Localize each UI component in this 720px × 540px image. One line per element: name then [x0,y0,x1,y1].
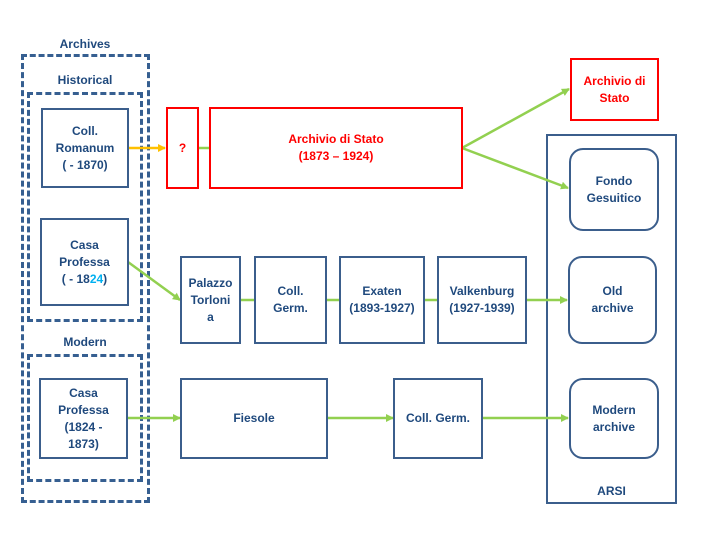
arrow-archivio-to-fondo [461,146,569,190]
modern-archive-line2: archive [592,419,636,434]
exaten-line1: Exaten [362,284,402,298]
casa-old-years-prefix: ( - 18 [61,271,90,286]
casa-modern-line3: (1824 - [64,419,103,434]
node-fiesole: Fiesole [180,378,328,459]
coll-romanum-line2: Romanum [55,140,115,155]
node-coll-romanum: Coll. Romanum ( - 1870) [41,108,129,188]
historical-label: Historical [57,73,113,87]
modern-label: Modern [63,335,107,349]
palazzo-line1: Palazzo [188,275,233,290]
casa-old-line2: Professa [59,254,110,269]
historical-group [27,92,143,322]
collgerm-mid-line2: Germ. [273,301,308,315]
coll-romanum-line1: Coll. [71,123,98,138]
node-palazzo-torlonia: Palazzo Torloni a [180,256,241,344]
archivio-main-line2: (1873 – 1924) [298,149,374,163]
node-fondo-gesuitico: Fondo Gesuitico [569,148,659,231]
node-archivio-stato-main: Archivio di Stato (1873 – 1924) [209,107,463,189]
casa-old-years-suffix: ) [103,271,108,286]
modern-archive-line1: Modern [592,402,636,417]
fondo-line1: Fondo [595,173,633,188]
node-casa-professa-modern: Casa Professa (1824 - 1873) [39,378,128,459]
archivio-right-line1: Archivio di [583,73,646,88]
node-exaten: Exaten (1893-1927) [339,256,425,344]
casa-modern-line2: Professa [58,402,109,417]
node-unknown: ? [166,107,199,189]
node-casa-professa-old: Casa Professa ( - 1824) [40,218,129,306]
node-modern-archive: Modern archive [569,378,659,459]
archivio-right-line2: Stato [599,90,630,105]
arrow-archivio-to-stato [461,87,570,150]
arsi-label: ARSI [597,484,626,498]
valkenburg-line1: Valkenburg [449,284,515,298]
arsi-container [546,134,677,504]
casa-modern-line1: Casa [69,385,98,400]
node-archivio-stato-right: Archivio di Stato [570,58,659,121]
collgerm-bottom-label: Coll. Germ. [405,411,470,425]
node-coll-germ-bottom: Coll. Germ. [393,378,483,459]
archivio-main-line1: Archivio di Stato [288,132,384,146]
palazzo-line2: Torloni [190,292,231,307]
fiesole-label: Fiesole [233,411,275,425]
casa-old-line1: Casa [70,237,99,252]
casa-old-line3: ( - 1824) [59,271,110,288]
unknown-label: ? [178,140,187,155]
coll-romanum-line3: ( - 1870) [62,157,108,172]
exaten-line2: (1893-1927) [349,301,415,315]
old-archive-line2: archive [591,301,634,315]
valkenburg-line2: (1927-1939) [449,301,515,315]
node-old-archive: Old archive [568,256,657,344]
old-archive-line1: Old [602,284,623,298]
node-valkenburg: Valkenburg (1927-1939) [437,256,527,344]
fondo-line2: Gesuitico [586,190,642,205]
casa-old-years-highlight: 24 [89,271,104,286]
node-coll-germ-mid: Coll. Germ. [254,256,327,344]
collgerm-mid-line1: Coll. [277,284,304,298]
arrow-casa-to-palazzo [127,260,181,302]
casa-modern-line4: 1873) [68,436,99,451]
palazzo-line3: a [207,309,214,324]
archives-label: Archives [59,37,111,51]
